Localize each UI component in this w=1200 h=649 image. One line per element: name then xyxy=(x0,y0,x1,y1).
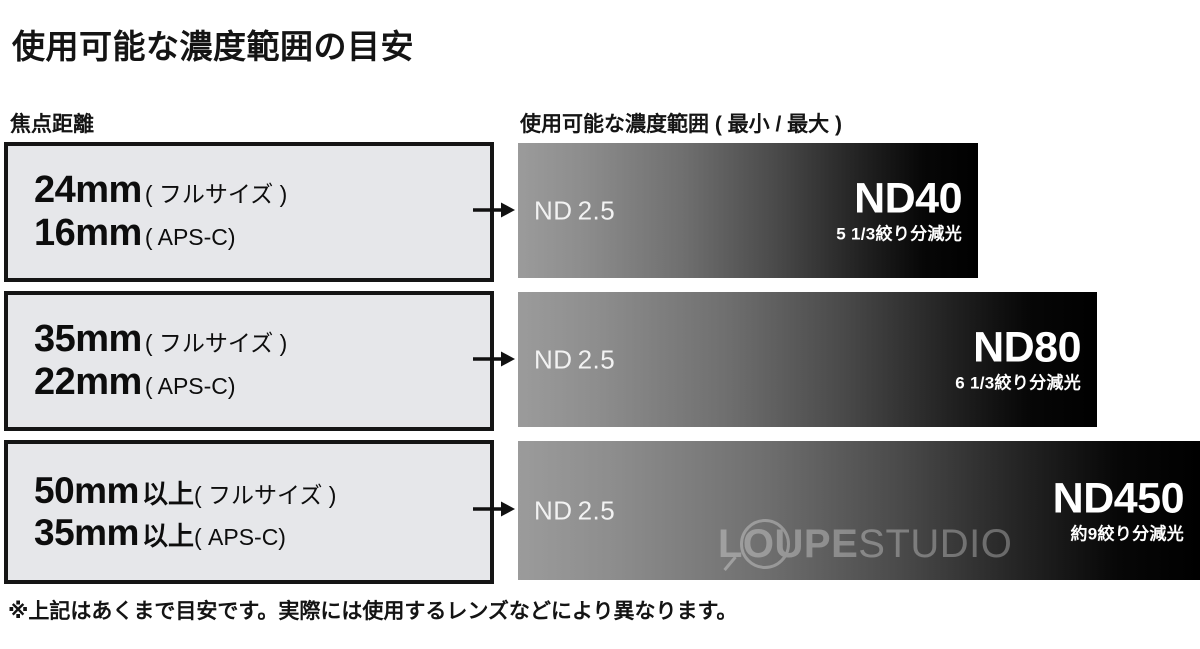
column-header-density-range: 使用可能な濃度範囲 ( 最小 / 最大 ) xyxy=(520,113,842,136)
page-title: 使用可能な濃度範囲の目安 xyxy=(12,28,414,65)
footnote: ※上記はあくまで目安です。実際には使用するレンズなどにより異なります。 xyxy=(8,600,738,623)
arrow-right-icon xyxy=(473,501,515,517)
sensor-format-label: ( APS-C) xyxy=(144,224,236,250)
density-min-value: 2.5 xyxy=(577,495,616,525)
density-min-prefix: ND xyxy=(534,344,573,374)
focal-length-box: 35mm( フルサイズ ) 22mm( APS-C) xyxy=(4,291,494,431)
focal-length-line: 24mm( フルサイズ ) xyxy=(34,169,490,212)
watermark-brand: LOUPE xyxy=(718,522,859,566)
sensor-format-label: ( APS-C) xyxy=(193,524,286,550)
density-min-prefix: ND xyxy=(534,195,573,225)
focal-length-value: 24mm xyxy=(34,168,142,211)
sensor-format-label: ( APS-C) xyxy=(144,373,236,399)
density-min-prefix: ND xyxy=(534,495,573,525)
focal-length-value: 35mm xyxy=(34,512,139,553)
density-max-stops: 約9絞り分減光 xyxy=(1070,524,1184,544)
column-header-focal-length: 焦点距離 xyxy=(10,113,94,136)
focal-length-line: 16mm( APS-C) xyxy=(34,212,490,255)
density-max-stops: 6 1/3絞り分減光 xyxy=(955,373,1081,393)
sensor-format-label: ( フルサイズ ) xyxy=(144,180,288,207)
magnifier-handle-icon xyxy=(723,556,737,571)
focal-length-line: 22mm( APS-C) xyxy=(34,361,490,404)
watermark-suffix: STUDIO xyxy=(858,522,1013,566)
density-max-label: ND450 約9絞り分減光 xyxy=(1052,473,1185,545)
density-max-name: ND450 xyxy=(1052,473,1185,522)
density-min-value: 2.5 xyxy=(577,195,616,225)
density-min-value: 2.5 xyxy=(577,344,616,374)
sensor-format-label: ( フルサイズ ) xyxy=(144,329,288,356)
focal-length-value: 35mm xyxy=(34,317,142,360)
focal-length-value: 16mm xyxy=(34,212,142,254)
focal-length-value: 22mm xyxy=(34,361,142,403)
density-max-name: ND80 xyxy=(973,322,1081,371)
focal-length-value: 50mm xyxy=(34,469,139,511)
focal-length-line: 35mm( フルサイズ ) xyxy=(34,318,490,361)
density-max-label: ND80 6 1/3絞り分減光 xyxy=(955,322,1081,394)
watermark-loupe-studio: LOUPESTUDIO xyxy=(718,517,1012,571)
density-max-name: ND40 xyxy=(854,173,962,222)
sensor-format-label: ( フルサイズ ) xyxy=(193,481,337,508)
density-max-stops: 5 1/3絞り分減光 xyxy=(836,224,962,244)
arrow-right-icon xyxy=(473,202,515,218)
focal-length-box: 24mm( フルサイズ ) 16mm( APS-C) xyxy=(4,142,494,282)
focal-length-qualifier: 以上 xyxy=(141,521,194,551)
focal-length-qualifier: 以上 xyxy=(141,478,194,509)
magnifier-icon xyxy=(740,519,790,569)
density-max-label: ND40 5 1/3絞り分減光 xyxy=(836,173,962,245)
arrow-right-icon xyxy=(473,351,515,367)
